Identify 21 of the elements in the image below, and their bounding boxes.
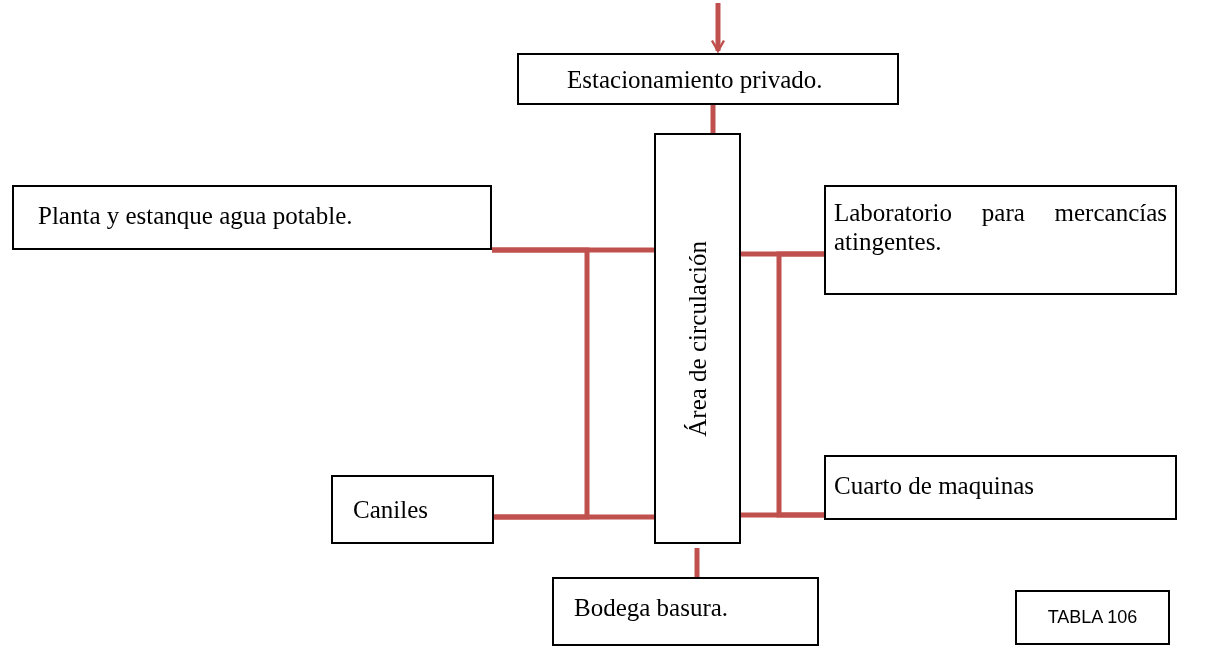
box-text: Bodega basura.: [574, 595, 730, 620]
connector-line: [776, 251, 824, 518]
box-text: Caniles: [353, 497, 429, 522]
box-text: Planta y estanque agua potable.: [38, 203, 354, 228]
area-bar: [654, 133, 741, 544]
label-box: [552, 577, 819, 646]
box-text: Estacionamiento privado.: [567, 67, 824, 92]
connector-line: [710, 3, 726, 53]
box-text: TABLA 106: [1047, 606, 1138, 629]
connector-line: [694, 548, 700, 577]
connector-line: [492, 247, 590, 520]
label-box: [517, 53, 899, 105]
label-box: [824, 455, 1177, 520]
box-text: Laboratorio para mercancías atingentes.: [834, 199, 1167, 257]
label-box: [824, 185, 1177, 295]
table-tag: [1015, 590, 1170, 645]
box-text: Cuarto de maquinas: [834, 473, 1035, 498]
label-box: [12, 185, 492, 250]
connector-line: [710, 105, 716, 133]
label-box: [331, 475, 494, 544]
box-text: Área de circulación: [685, 240, 710, 437]
